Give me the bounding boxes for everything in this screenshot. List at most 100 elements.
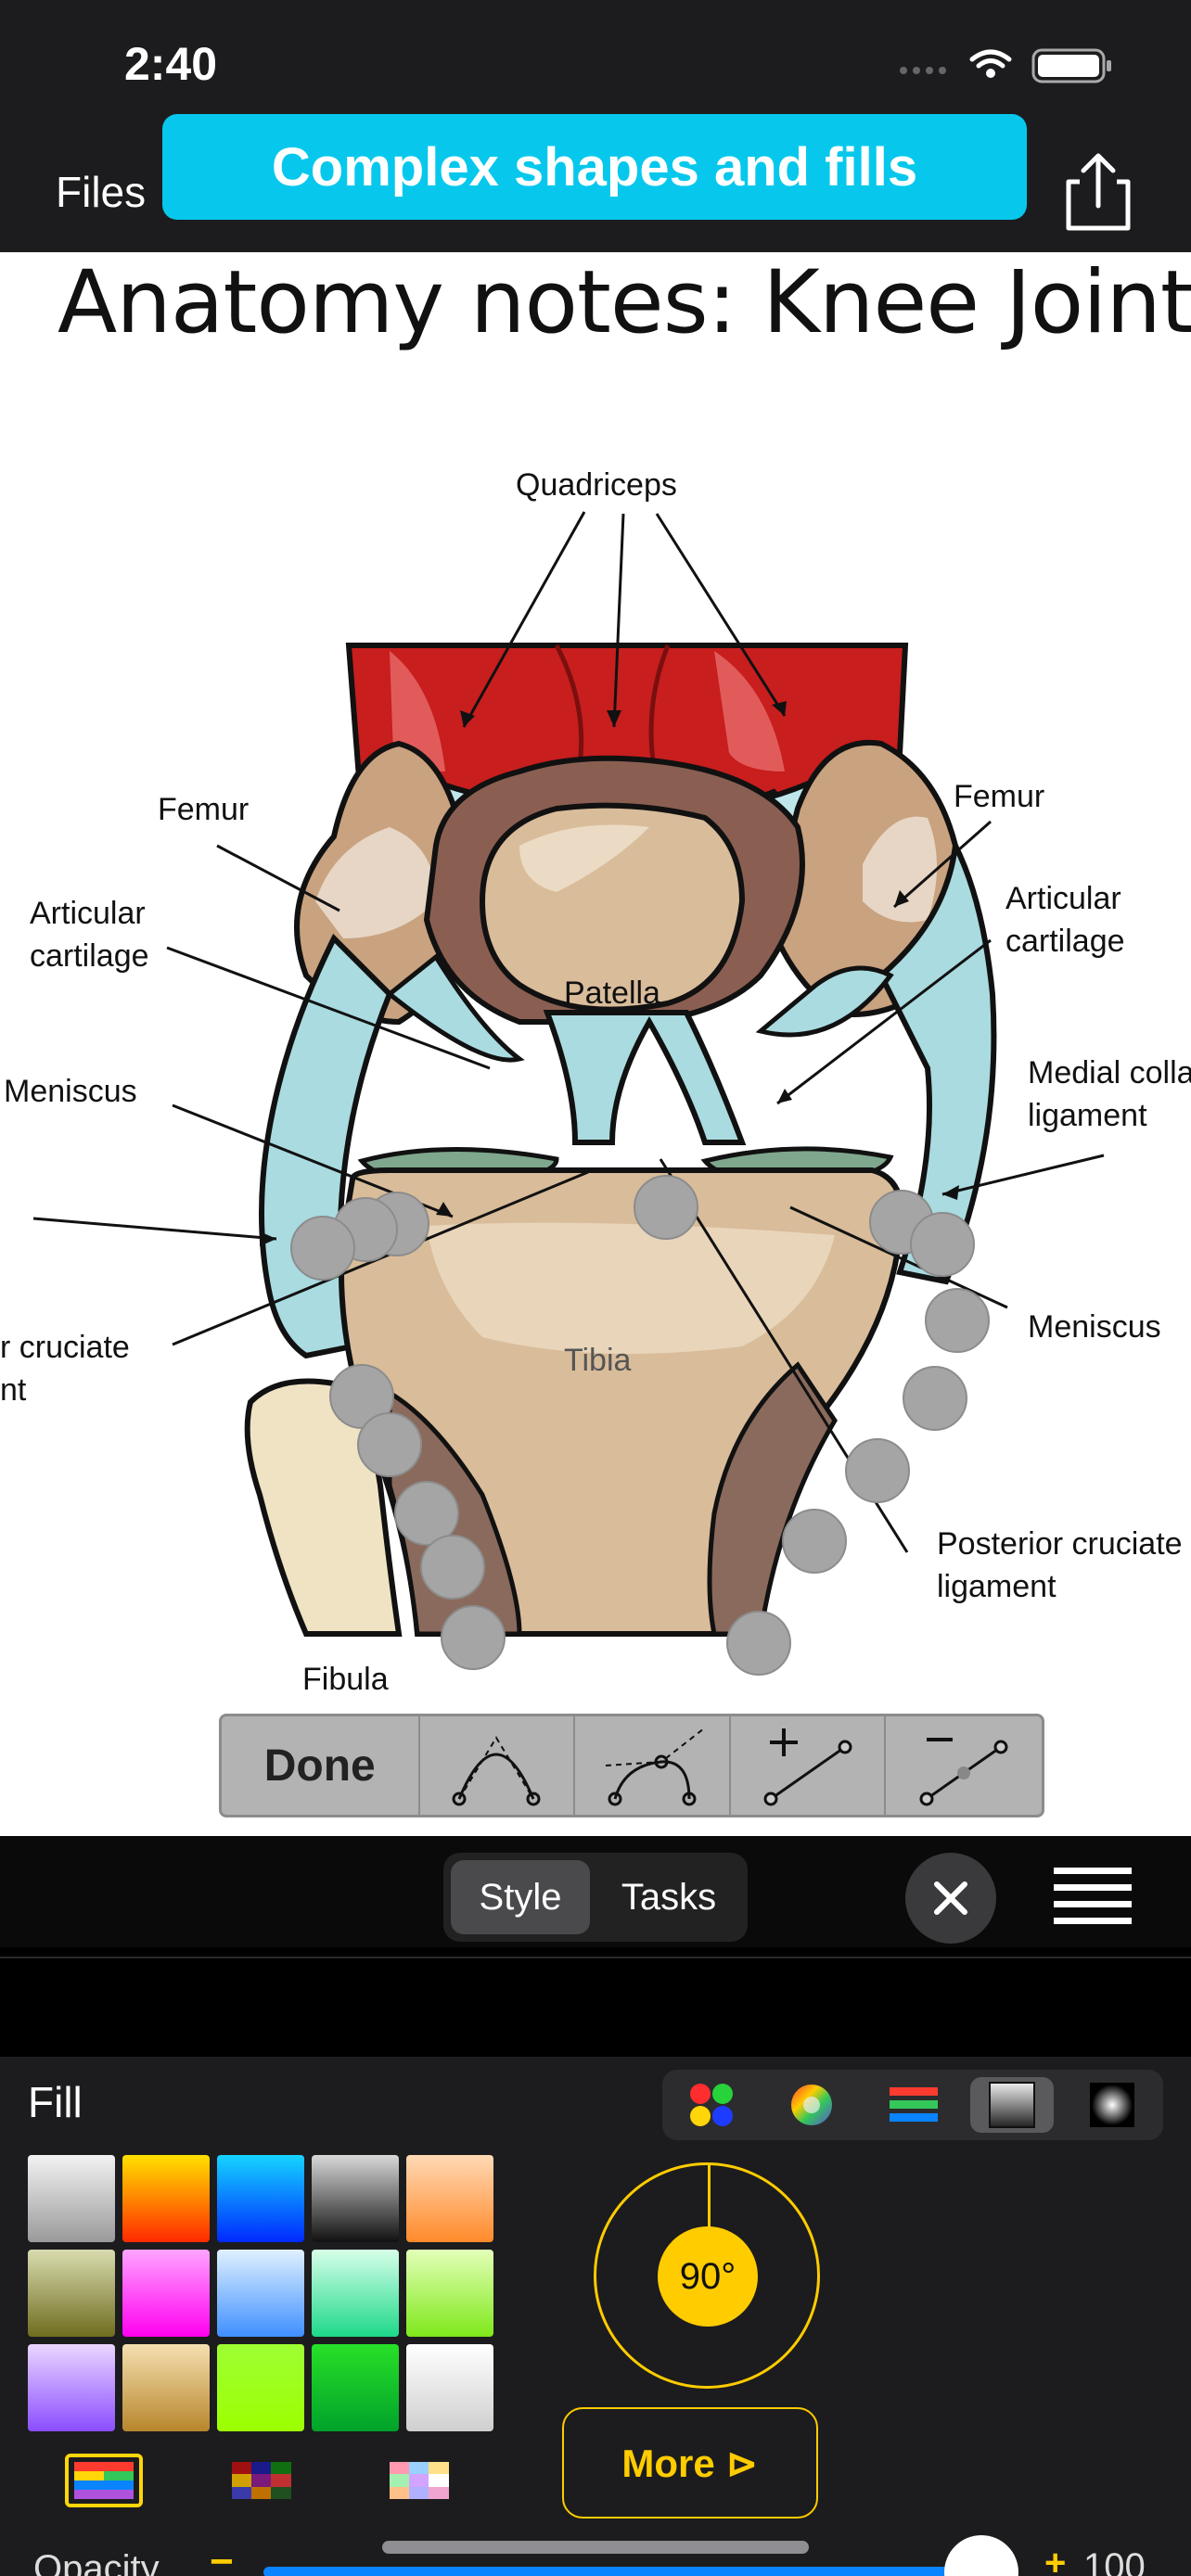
close-icon xyxy=(934,1881,967,1915)
gradient-swatch[interactable] xyxy=(217,2250,304,2337)
label-posterior-cruciate-1: Posterior cruciate xyxy=(937,1526,1183,1562)
label-tibia: Tibia xyxy=(564,1343,632,1378)
signal-icon xyxy=(900,67,946,74)
gradient-swatch[interactable] xyxy=(217,2344,304,2431)
files-back-button[interactable]: Files xyxy=(56,168,147,216)
mode-color-wheel-button[interactable] xyxy=(770,2077,853,2133)
share-icon[interactable] xyxy=(1061,150,1135,234)
label-quadriceps: Quadriceps xyxy=(516,467,677,503)
curve-tool-button[interactable] xyxy=(420,1716,576,1815)
label-posterior-cruciate-2: ligament xyxy=(937,1569,1057,1604)
gradient-swatch[interactable] xyxy=(122,2250,210,2337)
opacity-slider-thumb[interactable] xyxy=(944,2535,1018,2576)
fill-panel: Fill xyxy=(0,2057,1191,2576)
angle-indicator xyxy=(708,2165,711,2228)
mode-palette-button[interactable] xyxy=(872,2077,955,2133)
corner-tool-button[interactable] xyxy=(575,1716,731,1815)
palette-bright-icon xyxy=(74,2462,134,2499)
gradient-swatch[interactable] xyxy=(122,2155,210,2242)
label-anterior-cruciate-1: r cruciate xyxy=(0,1330,130,1365)
add-point-button[interactable] xyxy=(731,1716,887,1815)
done-button[interactable]: Done xyxy=(222,1716,420,1815)
gradient-swatch[interactable] xyxy=(312,2250,399,2337)
palette-bright-button[interactable] xyxy=(65,2454,143,2507)
edit-control-points xyxy=(290,1175,990,1676)
wifi-dot xyxy=(986,69,995,78)
curve-point-icon xyxy=(452,1736,541,1806)
label-articular-left-1: Articular xyxy=(30,896,146,931)
color-dots-icon xyxy=(690,2084,733,2126)
add-point-icon xyxy=(763,1728,852,1806)
opacity-slider-track[interactable] xyxy=(263,2567,996,2576)
collateral-ligament-right xyxy=(877,835,997,1285)
battery-icon xyxy=(1031,48,1111,83)
label-medial-2: ligament xyxy=(1028,1098,1147,1133)
label-fibula: Fibula xyxy=(302,1662,389,1697)
fill-mode-selector xyxy=(662,2070,1163,2140)
palette-stripes-icon xyxy=(890,2087,938,2122)
palette-selector xyxy=(28,2454,495,2509)
inspector-tabs: Style Tasks xyxy=(443,1853,748,1942)
opacity-increase-button[interactable]: + xyxy=(1044,2543,1067,2576)
label-anterior-cruciate-2: nt xyxy=(0,1372,27,1408)
opacity-decrease-button[interactable]: − xyxy=(210,2539,234,2576)
linear-gradient-icon xyxy=(989,2082,1035,2128)
palette-dark-button[interactable] xyxy=(223,2454,301,2507)
tab-tasks[interactable]: Tasks xyxy=(621,1876,717,1918)
label-meniscus-right: Meniscus xyxy=(1028,1309,1161,1345)
radial-gradient-icon xyxy=(1090,2083,1134,2127)
label-femur-left: Femur xyxy=(158,792,249,827)
gradient-swatch[interactable] xyxy=(406,2250,493,2337)
angle-value[interactable]: 90° xyxy=(658,2226,758,2327)
knee-joint-diagram[interactable]: Quadriceps Femur Femur Articular cartila… xyxy=(0,252,1191,1836)
status-time: 2:40 xyxy=(124,38,218,90)
gradient-swatch[interactable] xyxy=(406,2344,493,2431)
gradient-swatch[interactable] xyxy=(312,2344,399,2431)
close-inspector-button[interactable] xyxy=(905,1853,996,1944)
gradient-swatch[interactable] xyxy=(28,2155,115,2242)
gradient-swatch-grid xyxy=(28,2155,495,2431)
label-articular-left-2: cartilage xyxy=(30,938,149,974)
pointer-arrowheads xyxy=(260,701,959,1246)
palette-pastel-button[interactable] xyxy=(380,2454,458,2507)
inspector-header: Style Tasks xyxy=(0,1836,1191,1947)
status-bar: 2:40 xyxy=(0,0,1191,130)
gradient-angle-dial[interactable]: 90° xyxy=(594,2162,820,2389)
header-divider xyxy=(0,1957,1191,1958)
label-medial-1: Medial colla xyxy=(1028,1055,1191,1090)
label-articular-right-2: cartilage xyxy=(1005,924,1125,959)
fill-heading: Fill xyxy=(28,2078,83,2126)
home-indicator[interactable] xyxy=(382,2541,809,2554)
mode-linear-gradient-button[interactable] xyxy=(970,2077,1054,2133)
gradient-swatch[interactable] xyxy=(406,2155,493,2242)
wifi-icon xyxy=(969,49,1012,69)
gradient-swatch[interactable] xyxy=(28,2344,115,2431)
path-edit-toolbar: Done xyxy=(219,1714,1044,1817)
more-options-button[interactable]: More ⊳ xyxy=(562,2407,818,2519)
document-canvas[interactable]: Anatomy notes: Knee Joint xyxy=(0,252,1191,1836)
corner-point-icon xyxy=(605,1728,705,1806)
opacity-label: Opacity xyxy=(33,2548,160,2576)
mode-swatches-button[interactable] xyxy=(670,2077,753,2133)
label-femur-right: Femur xyxy=(954,779,1044,814)
label-patella: Patella xyxy=(564,976,660,1011)
remove-point-icon xyxy=(919,1738,1008,1806)
palette-dark-icon xyxy=(232,2462,291,2499)
tab-style[interactable]: Style xyxy=(451,1860,590,1934)
gradient-swatch[interactable] xyxy=(217,2155,304,2242)
opacity-value: 100 xyxy=(1083,2546,1146,2576)
gradient-swatch[interactable] xyxy=(122,2344,210,2431)
gradient-swatch[interactable] xyxy=(28,2250,115,2337)
palette-pastel-icon xyxy=(390,2462,449,2499)
label-meniscus-left: Meniscus xyxy=(4,1074,137,1109)
status-icons xyxy=(900,48,1111,83)
page-title: Anatomy notes: Knee Joint xyxy=(58,252,1191,353)
color-wheel-icon xyxy=(791,2085,832,2125)
menu-icon[interactable] xyxy=(1054,1864,1132,1931)
label-articular-right-1: Articular xyxy=(1005,881,1121,916)
mode-radial-gradient-button[interactable] xyxy=(1070,2077,1154,2133)
cruciate-ligaments xyxy=(543,1010,747,1145)
gradient-swatch[interactable] xyxy=(312,2155,399,2242)
remove-point-button[interactable] xyxy=(886,1716,1042,1815)
feature-banner: Complex shapes and fills xyxy=(162,114,1027,220)
